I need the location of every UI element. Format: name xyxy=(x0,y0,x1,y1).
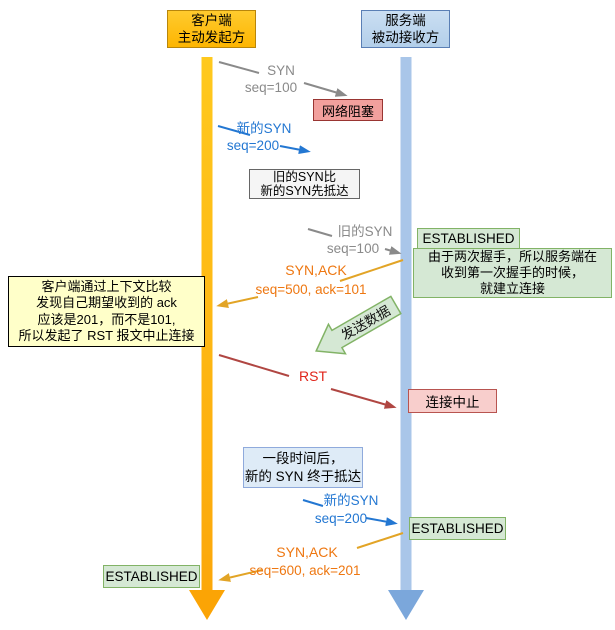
server-lifeline xyxy=(400,57,412,592)
synack2-seq: seq=600, ack=201 xyxy=(249,563,361,578)
client-note-line4: 所以发起了 RST 报文中止连接 xyxy=(18,328,195,343)
server-actor-header: 服务端 被动接收方 xyxy=(361,10,450,48)
time-note-line2: 新的 SYN 终于抵达 xyxy=(244,468,362,484)
syn-new1-seq: seq=200 xyxy=(226,138,280,153)
client-note-line2: 发现自己期望收到的 ack xyxy=(36,295,177,310)
time-note-line1: 一段时间后， xyxy=(262,450,344,466)
client-role: 主动发起方 xyxy=(177,30,246,45)
syn-old-arrive-seq: seq=100 xyxy=(326,241,380,256)
syn-new-in-transit-arrow xyxy=(217,125,311,155)
syn-old-seq: seq=100 xyxy=(244,80,298,95)
client-note-box: 客户端通过上下文比较 发现自己期望收到的 ack 应该是201，而不是101, … xyxy=(8,276,205,347)
syn-old-arrow xyxy=(218,61,348,97)
server-note-line1: 由于两次握手，所以服务端在 xyxy=(427,249,597,264)
syn-old-arrive-title: 旧的SYN xyxy=(337,224,393,239)
syn-new2-seq: seq=200 xyxy=(314,511,368,526)
server-established-1: ESTABLISHED xyxy=(417,228,520,249)
time-note-box: 一段时间后， 新的 SYN 终于抵达 xyxy=(243,447,363,488)
server-note-line2: 收到第一次握手的时候， xyxy=(440,265,584,280)
connection-aborted-box: 连接中止 xyxy=(408,389,497,413)
synack1-arrow xyxy=(216,259,404,308)
race-note-line2: 新的SYN先抵达 xyxy=(260,184,349,198)
syn-new2-title: 新的SYN xyxy=(323,493,379,508)
client-name: 客户端 xyxy=(191,13,232,28)
synack1-title: SYN,ACK xyxy=(285,262,347,278)
server-note-line3: 就建立连接 xyxy=(479,281,545,296)
syn-old-title: SYN xyxy=(267,63,295,78)
race-note-box: 旧的SYN比 新的SYN先抵达 xyxy=(249,169,360,199)
server-role: 被动接收方 xyxy=(371,30,440,45)
synack1-seq: seq=500, ack=101 xyxy=(255,282,367,297)
synack2-title: SYN,ACK xyxy=(276,544,338,560)
client-established: ESTABLISHED xyxy=(103,565,200,588)
server-established-2: ESTABLISHED xyxy=(409,517,506,540)
server-note-box: 由于两次握手，所以服务端在 收到第一次握手的时候， 就建立连接 xyxy=(413,248,612,298)
rst-label: RST xyxy=(299,368,327,384)
send-data-block-arrow: 发送数据 xyxy=(315,295,402,355)
client-note-line1: 客户端通过上下文比较 xyxy=(41,278,172,294)
client-lifeline-arrowhead-icon xyxy=(189,590,225,620)
syn-new1-title: 新的SYN xyxy=(236,121,292,136)
network-blocked-box: 网络阻塞 xyxy=(313,99,383,121)
race-note-line1: 旧的SYN比 xyxy=(272,169,337,184)
client-note-line3: 应该是201，而不是101, xyxy=(37,311,176,327)
server-lifeline-arrowhead-icon xyxy=(388,590,424,620)
client-lifeline xyxy=(201,57,213,592)
rst-arrow xyxy=(218,354,397,409)
synack2-arrow xyxy=(218,532,404,582)
server-name: 服务端 xyxy=(385,13,426,28)
client-actor-header: 客户端 主动发起方 xyxy=(167,10,256,48)
syn-old-arrives-arrow xyxy=(307,228,402,255)
syn-new-arrives-arrow xyxy=(302,499,398,527)
